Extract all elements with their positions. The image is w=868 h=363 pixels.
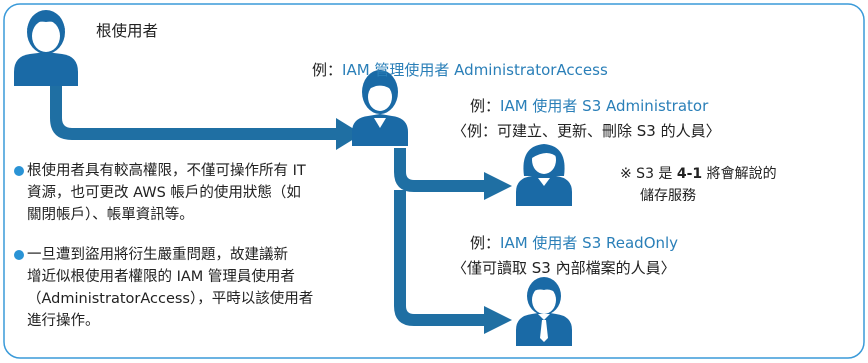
admin-user-icon	[352, 70, 408, 146]
arrow-admin-to-s3readonly	[394, 190, 512, 334]
s3-readonly-label: 例：IAM 使用者 S3 ReadOnly	[470, 233, 678, 253]
admin-user-prefix: 例：	[312, 61, 343, 79]
note-rest: 將會解說的	[702, 166, 777, 182]
bullet-1-line-1: 根使用者具有較高權限，不僅可操作所有 IT	[27, 163, 306, 179]
arrow-admin-to-s3admin	[394, 148, 512, 200]
arrow-root-to-admin	[50, 82, 362, 150]
s3-admin-prefix: 例：	[470, 97, 501, 115]
root-user-icon	[14, 10, 78, 86]
note-section-ref: 4-1	[676, 166, 703, 182]
root-user-label: 根使用者	[96, 22, 159, 40]
bullet-2-line-2: 增近似根使用者權限的 IAM 管理員使用者	[27, 269, 295, 285]
admin-user-label: 例：IAM 管理使用者 AdministratorAccess	[312, 60, 608, 80]
bullet-2-line-4: 進行操作。	[27, 313, 100, 329]
bullet-1-text: 根使用者具有較高權限，不僅可操作所有 IT 資源，也可更改 AWS 帳戶的使用狀…	[27, 160, 306, 226]
s3-admin-name: IAM 使用者 S3 Administrator	[500, 97, 709, 115]
s3-readonly-user-icon	[516, 277, 572, 346]
s3-readonly-desc: 〈僅可讀取 S3 內部檔案的人員〉	[452, 259, 676, 277]
note-mark: ※ S3 是	[620, 166, 677, 182]
s3-note: ※ S3 是 4-1 將會解說的	[620, 164, 777, 185]
s3-note-line2: 儲存服務	[640, 188, 696, 204]
s3-readonly-prefix: 例：	[470, 234, 501, 252]
bullet-1-line-3: 關閉帳戶）、帳單資訊等。	[27, 207, 194, 223]
bullet-1-dot	[14, 166, 24, 176]
bullet-2-line-1: 一旦遭到盜用將衍生嚴重問題，故建議新	[27, 247, 288, 263]
s3-admin-label: 例：IAM 使用者 S3 Administrator	[470, 96, 708, 116]
s3-readonly-name: IAM 使用者 S3 ReadOnly	[500, 234, 679, 252]
bullet-2-dot	[14, 250, 24, 260]
outer-frame	[3, 3, 865, 359]
admin-user-name: IAM 管理使用者 AdministratorAccess	[342, 61, 608, 79]
s3-admin-desc: 〈例：可建立、更新、刪除 S3 的人員〉	[452, 122, 721, 140]
s3-admin-user-icon	[516, 144, 572, 206]
bullet-2-line-3: （AdministratorAccess），平時以該使用者	[27, 291, 314, 307]
bullet-2-text: 一旦遭到盜用將衍生嚴重問題，故建議新 增近似根使用者權限的 IAM 管理員使用者…	[27, 244, 313, 332]
bullet-1-line-2: 資源，也可更改 AWS 帳戶的使用狀態（如	[27, 185, 301, 201]
